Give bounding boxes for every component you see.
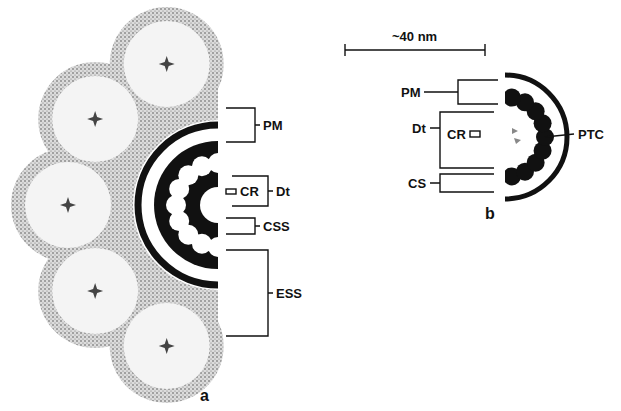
part-label: ESS: [276, 287, 302, 300]
part-label: PM: [263, 119, 283, 132]
part-label: Dt: [412, 122, 426, 135]
panel-letter: b: [485, 206, 495, 222]
part-label: CSS: [263, 220, 290, 233]
part-label: PTC: [578, 128, 604, 141]
part-label: CS: [408, 177, 426, 190]
panel-letter: a: [200, 388, 209, 404]
part-label: CR: [447, 128, 466, 141]
brackets-b: [424, 80, 574, 192]
part-label: CR: [240, 185, 259, 198]
scale-bar: [345, 44, 485, 56]
part-label: PM: [401, 86, 421, 99]
axoneme-a: [136, 123, 218, 287]
scale-label: ~40 nm: [392, 30, 437, 43]
part-label: Dt: [276, 185, 290, 198]
axoneme-b: [505, 75, 567, 199]
